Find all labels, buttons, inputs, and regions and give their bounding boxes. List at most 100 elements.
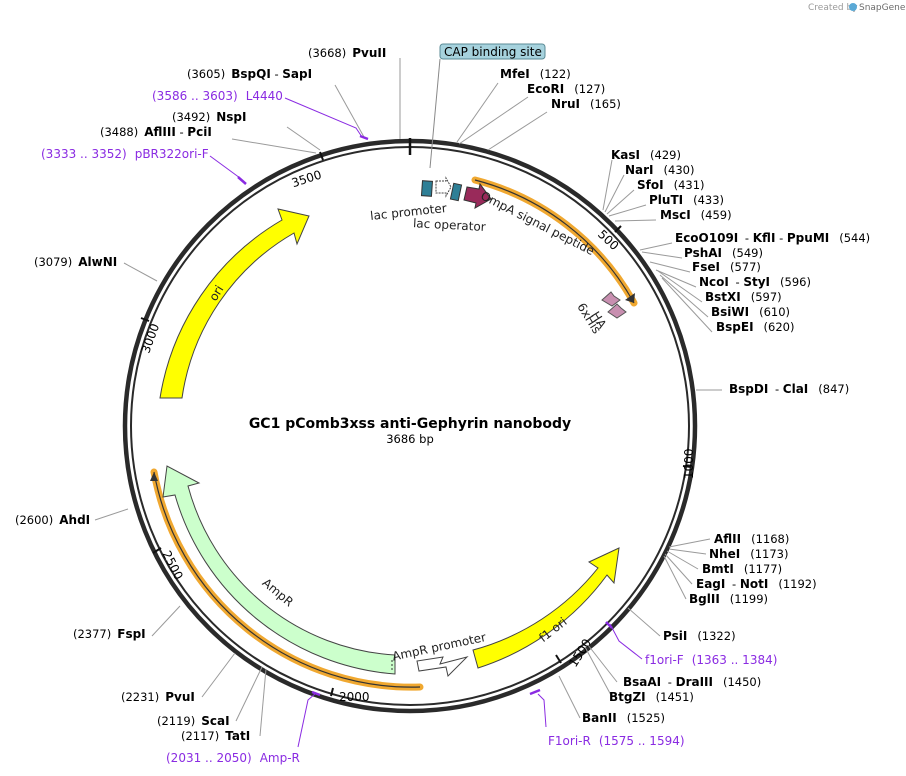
svg-text:(2377)FspI: (2377)FspI	[73, 627, 146, 641]
primer-l4440[interactable]: (3586 .. 3603)L4440	[152, 89, 283, 103]
enzyme-name: NheI	[709, 547, 740, 561]
feature-cap-site: CAP binding site	[429, 43, 546, 169]
enzyme-name: AflIII	[144, 125, 176, 139]
primer-f1ori-f[interactable]: f1ori-F(1363 .. 1384)	[645, 653, 777, 667]
svg-text:BanII(1525): BanII(1525)	[582, 711, 665, 725]
enzyme-scai[interactable]: (2119)ScaI	[157, 714, 230, 728]
enzyme-tati[interactable]: (2117)TatI	[181, 729, 250, 743]
svg-text:(2600)AhdI: (2600) AhdI	[15, 513, 90, 527]
enzyme-name: PluTI	[649, 193, 683, 207]
enzyme-nari[interactable]: NarI(430)	[625, 163, 694, 177]
enzyme-ecoo109i-kfli-ppumi[interactable]: EcoO109I - KflI - PpuMI(544)	[675, 231, 870, 245]
svg-text:BstXI(597): BstXI(597)	[705, 290, 782, 304]
enzyme-position: (3605)	[187, 67, 225, 81]
svg-text:(3333 .. 3352)pBR322ori-F: (3333 .. 3352)pBR322ori-F	[41, 147, 209, 161]
primer-f1ori-r[interactable]: F1ori-R(1575 .. 1594)	[548, 734, 685, 748]
enzyme-name: BtgZI	[609, 690, 646, 704]
enzyme-name-2: NotI	[740, 577, 769, 591]
svg-text:(3488)AflIII - PciI: (3488)AflIII - PciI	[100, 125, 212, 139]
enzyme-msci[interactable]: MscI(459)	[660, 208, 732, 222]
enzyme-fsei[interactable]: FseI (577)	[692, 260, 761, 274]
enzyme-pshai[interactable]: PshAI(549)	[684, 246, 763, 260]
enzyme-afliii-pcii[interactable]: (3488)AflIII - PciI	[100, 125, 212, 139]
primer-range: (3333 .. 3352)	[41, 147, 127, 161]
svg-text:NarI(430): NarI(430)	[625, 163, 694, 177]
enzyme-ncoi-styi[interactable]: NcoI - StyI(596)	[699, 275, 811, 289]
enzyme-name: BspEI	[716, 320, 754, 334]
svg-text:EagI - NotI(1192): EagI - NotI(1192)	[696, 577, 817, 591]
svg-text:(2031 .. 2050)Amp-R: (2031 .. 2050)Amp-R	[166, 751, 300, 765]
enzyme-position: (2117)	[181, 729, 219, 743]
svg-text:BsiWI(610): BsiWI (610)	[711, 305, 790, 319]
credit-brand: SnapGene	[859, 3, 906, 13]
enzyme-bsiwi[interactable]: BsiWI (610)	[711, 305, 790, 319]
enzyme-nrui[interactable]: NruI(165)	[551, 97, 621, 111]
enzyme-alwni[interactable]: (3079)AlwNI	[34, 255, 117, 269]
enzyme-name: BstXI	[705, 290, 741, 304]
enzyme-name-2: SapI	[282, 67, 312, 81]
enzyme-position: (2600)	[15, 513, 53, 527]
enzyme-ahdi[interactable]: (2600) AhdI	[15, 513, 90, 527]
plasmid-title: GC1 pComb3xss anti-Gephyrin nanobody	[249, 416, 571, 432]
tick-1000: 1000	[682, 448, 696, 479]
enzyme-name: EcoO109I	[675, 231, 738, 245]
svg-text:(2117)TatI: (2117)TatI	[181, 729, 250, 743]
svg-text:AflII(1168): AflII(1168)	[714, 532, 789, 546]
enzyme-eagi-noti[interactable]: EagI - NotI(1192)	[696, 577, 817, 591]
enzyme-name: PvuII	[352, 46, 386, 60]
enzyme-ecori[interactable]: EcoRI(127)	[527, 82, 605, 96]
enzyme-pluti[interactable]: PluTI (433)	[649, 193, 724, 207]
enzyme-name: AhdI	[59, 513, 90, 527]
enzyme-position: (610)	[759, 305, 790, 319]
enzyme-kasi[interactable]: KasI(429)	[611, 148, 681, 162]
enzyme-pvui[interactable]: (2231)PvuI	[121, 690, 195, 704]
enzyme-name: FspI	[117, 627, 145, 641]
enzyme-bspqi-sapi[interactable]: (3605)BspQI - SapI	[187, 67, 312, 81]
primer-name: f1ori-F	[645, 653, 684, 667]
enzyme-bmti[interactable]: BmtI(1177)	[702, 562, 782, 576]
tick-label: 1500	[566, 636, 594, 669]
enzyme-position: (549)	[732, 246, 763, 260]
enzyme-name: BspQI	[231, 67, 271, 81]
primer-range: (2031 .. 2050)	[166, 751, 252, 765]
enzyme-position: (577)	[730, 260, 761, 274]
enzyme-btgzi[interactable]: BtgZI(1451)	[609, 690, 694, 704]
snapgene-logo-icon	[849, 3, 857, 11]
enzyme-position: (1525)	[627, 711, 665, 725]
primer-amp-r[interactable]: (2031 .. 2050)Amp-R	[166, 751, 300, 765]
enzyme-position: (1177)	[744, 562, 782, 576]
svg-text:NheI(1173): NheI(1173)	[709, 547, 788, 561]
enzyme-nhei[interactable]: NheI(1173)	[709, 547, 788, 561]
enzyme-aflii[interactable]: AflII(1168)	[714, 532, 789, 546]
enzyme-name: KasI	[611, 148, 640, 162]
enzyme-name: FseI	[692, 260, 720, 274]
svg-text:F1ori-R(1575 .. 1594): F1ori-R(1575 .. 1594)	[548, 734, 685, 748]
enzyme-position: (1199)	[730, 592, 768, 606]
enzyme-sfoi[interactable]: SfoI(431)	[637, 178, 705, 192]
enzyme-banii[interactable]: BanII(1525)	[582, 711, 665, 725]
enzyme-mfei[interactable]: MfeI(122)	[500, 67, 571, 81]
enzyme-bspei[interactable]: BspEI(620)	[716, 320, 794, 334]
enzyme-bglii[interactable]: BglII (1199)	[689, 592, 768, 606]
enzyme-bsaai-draiii[interactable]: BsaAI - DraIII(1450)	[623, 675, 761, 689]
svg-text:BglII(1199): BglII (1199)	[689, 592, 768, 606]
enzyme-bstxi[interactable]: BstXI(597)	[705, 290, 782, 304]
enzyme-position: (3668)	[308, 46, 346, 60]
enzyme-name: BsiWI	[711, 305, 749, 319]
enzyme-name-3: PpuMI	[787, 231, 829, 245]
enzyme-position: (433)	[693, 193, 724, 207]
enzyme-name: AlwNI	[78, 255, 117, 269]
tick-500: 500	[595, 225, 622, 253]
enzyme-bspdi-clai[interactable]: BspDI - ClaI(847)	[729, 382, 849, 396]
enzyme-pvuii-3668[interactable]: (3668) PvuII	[308, 46, 386, 60]
svg-text:NruI(165): NruI(165)	[551, 97, 621, 111]
enzyme-fspi[interactable]: (2377)FspI	[73, 627, 146, 641]
enzyme-nspi[interactable]: (3492)NspI	[172, 110, 247, 124]
enzyme-position: (431)	[674, 178, 705, 192]
primer-pbr322ori-f[interactable]: (3333 .. 3352)pBR322ori-F	[41, 147, 209, 161]
enzyme-psii[interactable]: PsiI(1322)	[663, 629, 736, 643]
enzyme-name: PsiI	[663, 629, 687, 643]
enzyme-name: BglII	[689, 592, 720, 606]
enzyme-name-2: DraIII	[676, 675, 713, 689]
enzyme-position: (847)	[818, 382, 849, 396]
